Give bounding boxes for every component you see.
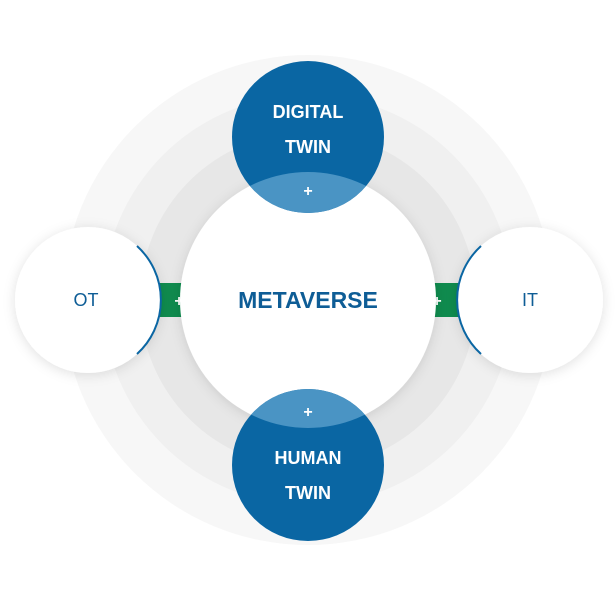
ot-accent-arc [136,245,162,355]
human-twin-label-line2: TWIN [285,483,331,503]
human-twin-label-line1: HUMAN [275,448,342,468]
ot-label: OT [74,290,99,310]
it-accent-arc [456,245,482,355]
human-twin-plus: + [303,404,312,421]
digital-twin-label-line2: TWIN [285,137,331,157]
digital-twin-plus: + [303,183,312,200]
it-node: IT [456,227,603,373]
digital-twin-circle [232,61,384,213]
right-connector-plus: + [432,293,441,310]
digital-twin-label-line1: DIGITAL [273,102,344,122]
human-twin-circle [232,389,384,541]
it-label: IT [522,290,538,310]
center-circle [180,172,436,428]
ot-node: OT [15,227,162,373]
metaverse-label: METAVERSE [238,287,378,313]
left-connector-plus: + [174,293,183,310]
